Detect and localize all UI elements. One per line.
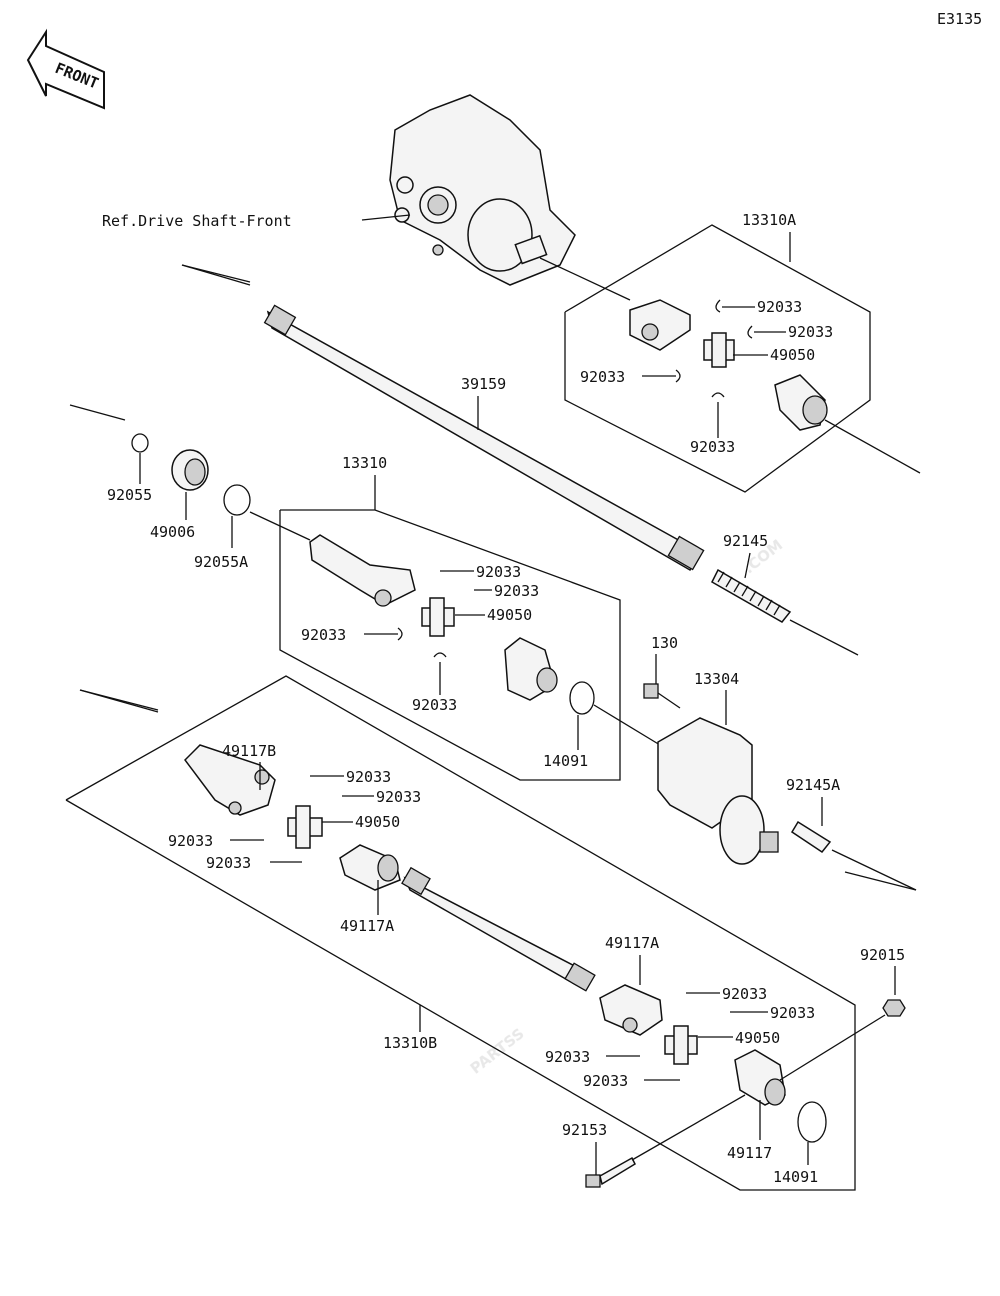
label-13310A: 13310A [742,211,796,229]
label-14091: 14091 [773,1168,818,1186]
label-92033: 92033 [788,323,833,341]
cross-joint-icon [421,597,455,637]
label-92055: 92055 [107,486,152,504]
label-49050: 49050 [355,813,400,831]
bolt-icon [643,683,681,709]
yoke-icon [309,534,416,607]
diagram-code: E3135 [937,10,982,28]
watermark-text: PARTSS [467,1025,528,1078]
label-14091: 14091 [543,752,588,770]
label-49117A: 49117A [605,934,659,952]
drive-shaft-icon [263,304,705,572]
yoke-icon [599,984,663,1036]
front-arrow-icon: FRONT [26,28,105,110]
label-92033: 92033 [722,985,767,1003]
o-ring-icon [223,484,251,516]
label-92055A: 92055A [194,553,248,571]
label-92033: 92033 [494,582,539,600]
label-92015: 92015 [860,946,905,964]
label-49050: 49050 [487,606,532,624]
cross-joint-icon [664,1025,698,1065]
label-92033: 92033 [545,1048,590,1066]
label-92033: 92033 [301,626,346,644]
yoke-icon [629,299,691,351]
yoke-icon [774,374,828,431]
cross-joint-icon [703,332,735,368]
label-92033: 92033 [206,854,251,872]
group-box-13310B [65,675,856,1191]
label-92033: 92033 [757,298,802,316]
label-49117: 49117 [727,1144,772,1162]
label-92145A: 92145A [786,776,840,794]
label-49117B: 49117B [222,742,276,760]
output-housing-icon [657,717,779,865]
label-92033: 92033 [770,1004,815,1022]
yoke-icon [504,637,558,701]
label-92153: 92153 [562,1121,607,1139]
label-92033: 92033 [376,788,421,806]
label-92033: 92033 [580,368,625,386]
cross-joint-icon [287,805,323,849]
rear-shaft-icon [401,866,596,992]
o-ring-icon [131,433,149,453]
label-13304: 13304 [694,670,739,688]
label-92033: 92033 [476,563,521,581]
label-92033: 92033 [412,696,457,714]
label-130: 130 [651,634,678,652]
label-92033: 92033 [168,832,213,850]
label-49050: 49050 [770,346,815,364]
label-39159: 39159 [461,375,506,393]
label-49050: 49050 [735,1029,780,1047]
label-92033: 92033 [346,768,391,786]
label-92033: 92033 [690,438,735,456]
shim-icon [569,681,595,715]
label-49006: 49006 [150,523,195,541]
nut-icon [882,999,906,1017]
spring-icon [790,820,832,854]
label-13310B: 13310B [383,1034,437,1052]
group-box-13310A [564,224,871,493]
yoke-icon [734,1049,786,1106]
label-92033: 92033 [583,1072,628,1090]
label-ref-drive-shaft-front: Ref.Drive Shaft-Front [102,212,292,230]
seal-icon [171,449,209,491]
shim-icon [797,1101,827,1143]
yoke-icon [184,744,276,816]
yoke-icon [339,844,401,891]
label-13310: 13310 [342,454,387,472]
label-49117A: 49117A [340,917,394,935]
label-92145: 92145 [723,532,768,550]
final-gear-case-icon [389,94,576,286]
spring-icon [711,568,792,623]
bolt-icon [585,1156,636,1188]
